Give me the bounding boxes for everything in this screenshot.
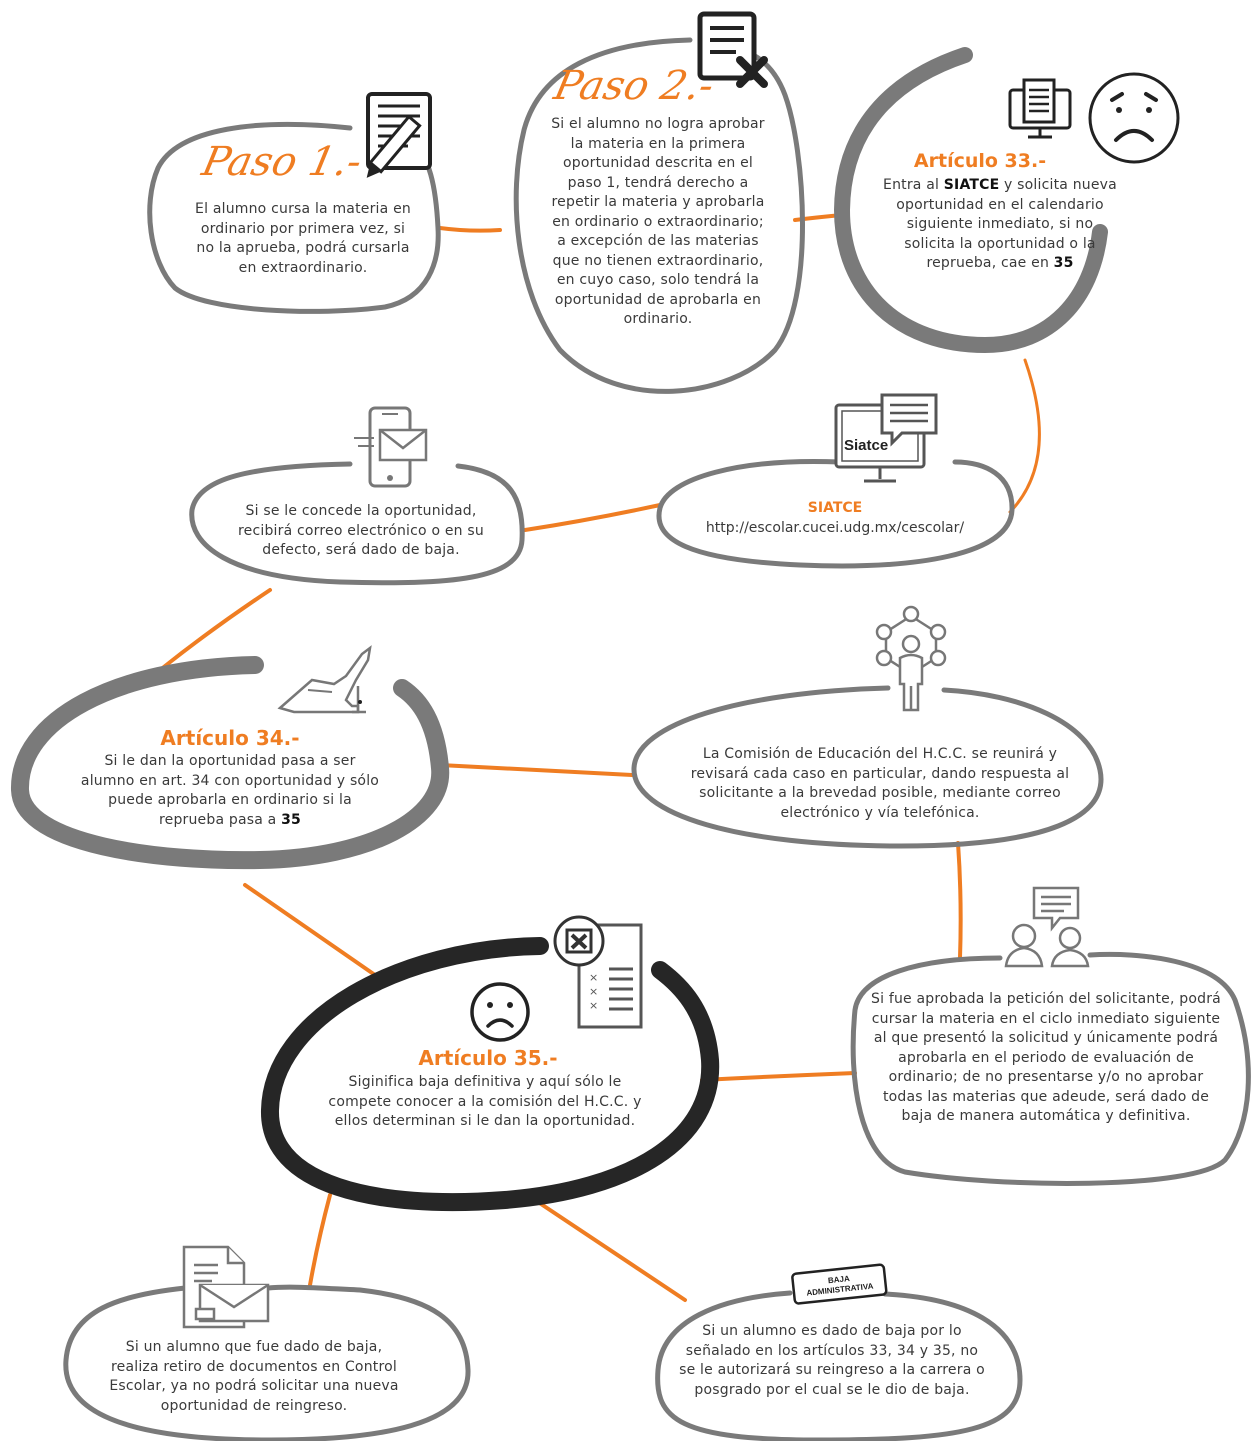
art35-sad-face-icon [470,982,530,1042]
document-x-icon [697,11,768,88]
aprobada-body: Si fue aprobada la petición del solicita… [871,991,1221,1124]
document-pencil-icon [366,92,432,178]
siatce-title: SIATCE [807,500,863,516]
connector-art33-siatce [1008,358,1041,514]
bubble-paso1 [147,121,441,314]
art34-body: Si le dan la oportunidad pasa a ser alum… [80,752,380,830]
phone-mail-icon [354,406,428,488]
monitor-chat-icon: Siatce [834,393,938,483]
connector-siatce-correo [523,503,662,532]
svg-text:×: × [589,999,598,1012]
paso2-heading: Paso 2.- [550,63,718,109]
art33-body-siatce: SIATCE [943,177,1000,193]
siatce-url[interactable]: http://escolar.cucei.udg.mx/cescolar/ [705,520,965,536]
siatce-screen-label: Siatce [844,437,888,454]
people-chat-icon [1004,886,1090,968]
art35-heading: Artículo 35.- [418,1046,558,1070]
bubble-retiro [63,1284,471,1441]
comision-body: La Comisión de Educación del H.C.C. se r… [690,746,1070,821]
siatce-block: SIATCE http://escolar.cucei.udg.mx/cesco… [680,500,990,536]
connector-art35-retiro [308,1193,332,1287]
retiro-body: Si un alumno que fue dado de baja, reali… [109,1339,399,1414]
art34-body-35: 35 [281,811,301,828]
art35-body: Siginifica baja definitiva y aquí sólo l… [328,1074,642,1129]
connector-comision-aprobada [956,841,963,960]
sad-face-icon [1088,72,1180,164]
hand-signing-icon [277,645,372,714]
svg-text:×: × [589,971,598,984]
art33-body: Entra al SIATCE y solicita nueva oportun… [880,176,1120,274]
paso1-heading: Paso 1.- [198,139,366,185]
art33-body-pre: Entra al [883,177,944,193]
paso2-body: Si el alumno no logra aprobar la materia… [551,116,765,327]
bubble-comision [631,685,1104,849]
art33-heading: Artículo 33.- [913,150,1047,172]
checklist-x-icon: ××× [553,915,643,1029]
network-person-icon [875,605,947,712]
document-envelope-icon [182,1245,270,1329]
art34-body-pre: Si le dan la oportunidad pasa a ser alum… [80,753,380,828]
paso1-body: El alumno cursa la materia en ordinario … [195,201,411,276]
bubble-art33 [833,47,1108,354]
bubble-siatce [656,459,1015,569]
connector-correo-art34 [158,588,272,672]
connector-art35-baja [533,1198,687,1302]
connector-art35-aprobada [700,1071,857,1082]
svg-text:×: × [589,985,598,998]
baja-body: Si un alumno es dado de baja por lo seña… [679,1323,985,1398]
art34-heading: Artículo 34.- [160,726,300,750]
bubble-paso2 [513,37,805,394]
art33-body-mid: y solicita nueva oportunidad en el calen… [896,177,1117,271]
baja-stamp-line1: BAJA [828,1274,851,1285]
baja-stamp-icon: BAJA ADMINISTRATIVA [791,1263,888,1305]
connector-art34-comision [438,763,634,777]
bubble-art34 [10,656,450,870]
bubble-aprobada [850,951,1251,1186]
art33-body-35: 35 [1053,255,1074,271]
connector-paso1-paso2 [438,226,502,233]
bubble-art35 [260,937,720,1212]
connector-art34-art35 [243,883,377,977]
computer-document-icon [1008,78,1072,139]
correo-body: Si se le concede la oportunidad, recibir… [238,503,484,558]
bubble-baja [655,1290,1023,1441]
bubble-correo [189,461,525,586]
